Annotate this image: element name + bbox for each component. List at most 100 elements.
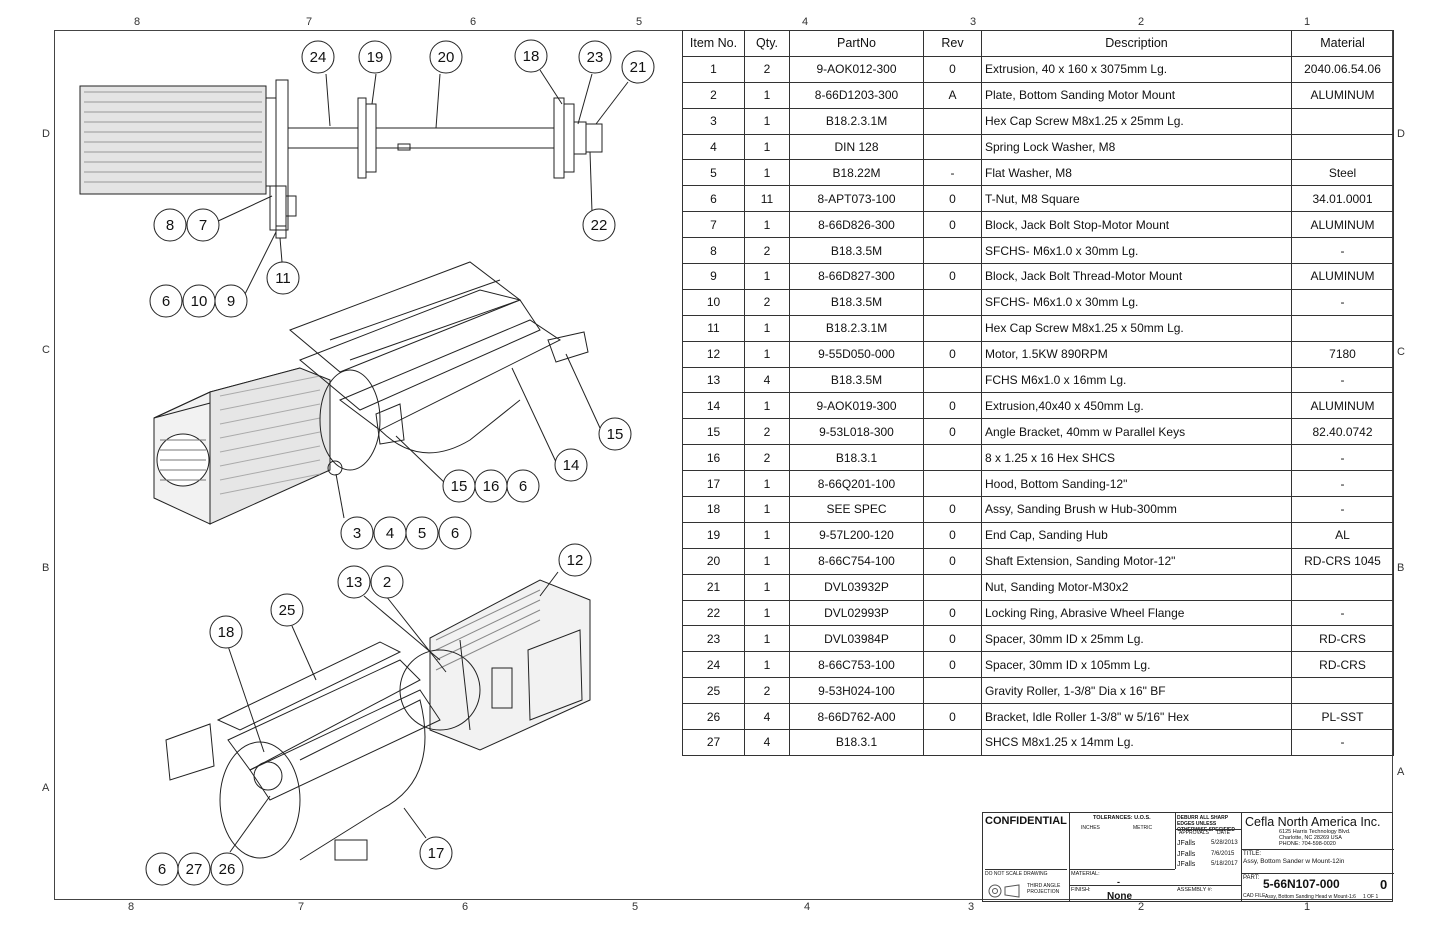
balloon: 15 (598, 417, 632, 451)
bom-partno: B18.22M (789, 159, 924, 187)
col-partno: PartNo (789, 30, 924, 57)
bom-item-no: 25 (682, 677, 745, 705)
bom-partno: 8-66D826-300 (789, 211, 924, 239)
bom-qty: 4 (744, 366, 790, 394)
balloon-number: 6 (162, 293, 170, 310)
balloon-number: 26 (219, 861, 236, 878)
bom-qty: 1 (744, 392, 790, 420)
balloon: 6 (145, 852, 179, 886)
balloon-number: 18 (523, 48, 540, 65)
balloon-number: 2 (383, 574, 391, 591)
bom-description: Nut, Sanding Motor-M30x2 (981, 573, 1292, 601)
bom-item-no: 3 (682, 107, 745, 135)
bom-description: Extrusion, 40 x 160 x 3075mm Lg. (981, 55, 1292, 83)
balloon-number: 23 (587, 49, 604, 66)
zone-label: 7 (306, 16, 313, 28)
bom-material: 7180 (1291, 340, 1394, 368)
bom-item-no: 23 (682, 625, 745, 653)
balloon: 4 (373, 516, 407, 550)
balloon: 18 (514, 39, 548, 73)
bom-rev: 0 (923, 521, 982, 549)
balloon-number: 7 (199, 217, 207, 234)
checked-date: 5/18/2017 (1211, 861, 1238, 867)
zone-label: A (1397, 766, 1405, 778)
view-isometric-upper (153, 261, 589, 525)
title-block: CONFIDENTIAL DO NOT SCALE DRAWING THIRD … (982, 812, 1394, 902)
bom-material: - (1291, 599, 1394, 627)
bom-qty: 1 (744, 625, 790, 653)
bom-qty: 1 (744, 107, 790, 135)
bom-item-no: 1 (682, 55, 745, 83)
bom-rev (923, 366, 982, 394)
bom-item-no: 18 (682, 496, 745, 523)
bom-partno: DVL03984P (789, 625, 924, 653)
confidential-label: CONFIDENTIAL (985, 815, 1067, 827)
zone-label: 8 (128, 901, 135, 913)
bom-item-no: 21 (682, 573, 745, 601)
bom-partno: 8-APT073-100 (789, 185, 924, 213)
bom-material (1291, 677, 1394, 705)
bom-qty: 1 (744, 81, 790, 109)
bom-description: FCHS M6x1.0 x 16mm Lg. (981, 366, 1292, 394)
bom-rev (923, 314, 982, 342)
bom-description: Shaft Extension, Sanding Motor-12" (981, 547, 1292, 575)
title-label: TITLE: (1243, 851, 1262, 857)
inches-label: INCHES (1081, 825, 1100, 831)
bom-item-no: 16 (682, 444, 745, 472)
balloon: 13 (337, 565, 371, 599)
balloon-number: 6 (519, 478, 527, 495)
bom-item-no: 2 (682, 81, 745, 109)
bom-qty: 1 (744, 470, 790, 498)
bom-material: ALUMINUM (1291, 211, 1394, 239)
zone-label: C (1397, 346, 1405, 358)
balloon-number: 3 (353, 525, 361, 542)
bom-partno: B18.3.5M (789, 288, 924, 316)
balloon-number: 18 (218, 624, 235, 641)
zone-label: D (1397, 128, 1405, 140)
bom-description: Block, Jack Bolt Stop-Motor Mount (981, 211, 1292, 239)
bom-qty: 1 (744, 573, 790, 601)
balloon: 22 (582, 208, 616, 242)
bom-material: - (1291, 444, 1394, 472)
bom-partno: B18.2.3.1M (789, 314, 924, 342)
bom-rev: - (923, 159, 982, 187)
bom-qty: 4 (744, 729, 790, 756)
bom-qty: 2 (744, 288, 790, 316)
bom-qty: 1 (744, 496, 790, 523)
bom-description: T-Nut, M8 Square (981, 185, 1292, 213)
balloon-number: 13 (346, 574, 363, 591)
bom-description: Flat Washer, M8 (981, 159, 1292, 187)
balloon: 16 (474, 469, 508, 503)
bom-description: Locking Ring, Abrasive Wheel Flange (981, 599, 1292, 627)
company-address-2: Charlotte, NC 28269 USA (1279, 835, 1342, 841)
bom-material: - (1291, 288, 1394, 316)
balloon-number: 5 (418, 525, 426, 542)
balloon: 3 (340, 516, 374, 550)
bom-partno: DIN 128 (789, 133, 924, 161)
bom-description: 8 x 1.25 x 16 Hex SHCS (981, 444, 1292, 472)
balloon-number: 6 (451, 525, 459, 542)
bom-qty: 1 (744, 159, 790, 187)
bom-material (1291, 573, 1394, 601)
zone-label: 1 (1304, 16, 1311, 28)
col-rev: Rev (923, 30, 982, 57)
col-qty: Qty. (744, 30, 790, 57)
bom-qty: 2 (744, 55, 790, 83)
balloon-number: 14 (563, 457, 580, 474)
zone-label: 4 (802, 16, 809, 28)
balloon: 10 (182, 284, 216, 318)
bom-rev: 0 (923, 599, 982, 627)
revision: 0 (1380, 877, 1388, 892)
zone-label: 2 (1138, 16, 1145, 28)
bom-description: SFCHS- M6x1.0 x 30mm Lg. (981, 237, 1292, 265)
